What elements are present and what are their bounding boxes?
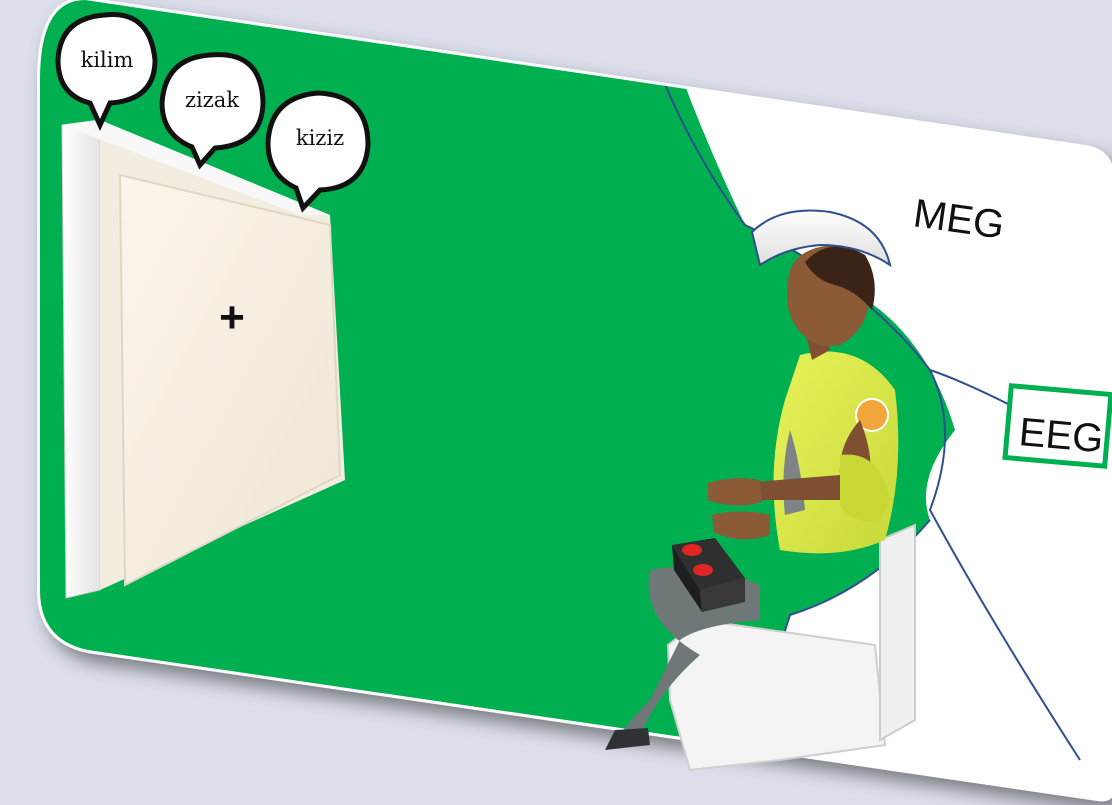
bubble-word-3: kiziz [296,126,344,150]
response-button-1 [682,544,702,556]
shoe [605,728,650,750]
bubble-word-1: kilim [81,48,134,72]
bubble-word-2: zizak [185,88,239,112]
response-button-2 [693,564,713,576]
fixation-cross: + [219,293,245,342]
eeg-label: EEG [1017,410,1105,461]
